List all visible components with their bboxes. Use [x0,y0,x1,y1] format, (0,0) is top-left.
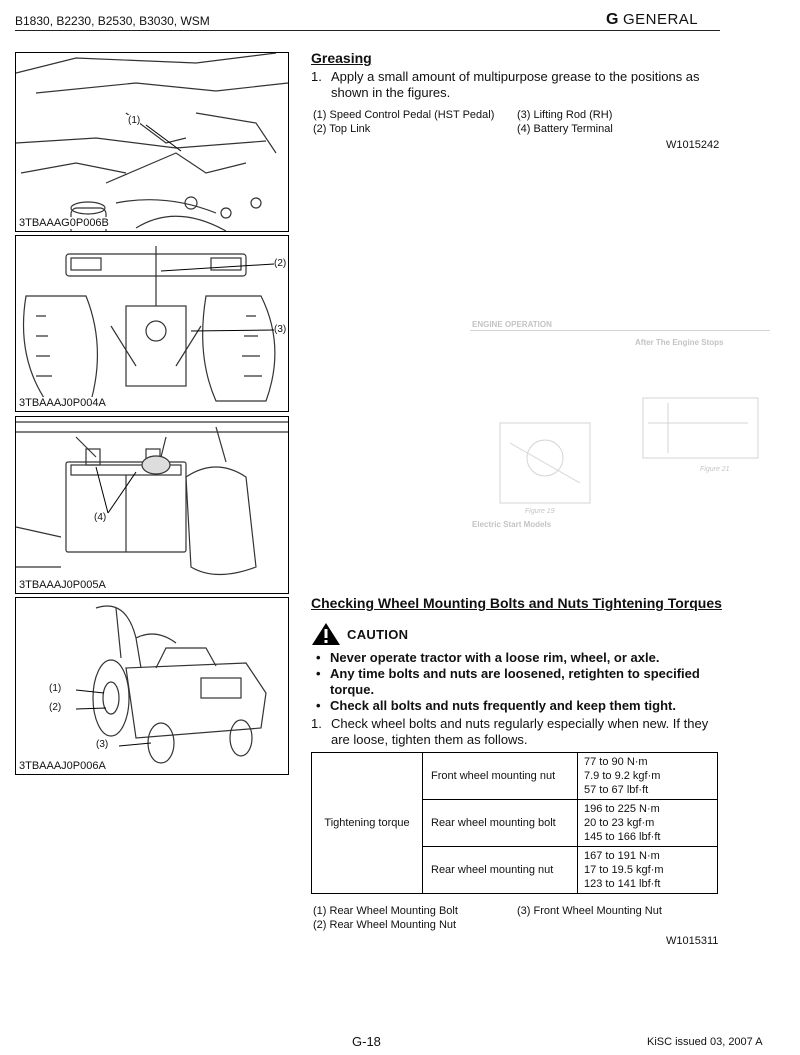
ghost-figure-19 [499,422,591,504]
caution-label: CAUTION [347,626,409,642]
torque-item: Rear wheel mounting nut [422,846,578,894]
figure-code: 3TBAAAG0P006B [19,217,111,229]
callout-3: (3) [274,324,287,335]
greasing-step-number: 1. [311,69,322,84]
section-name: GENERAL [622,11,699,28]
figure-battery-terminal: (4) 3TBAAAJ0P005A [15,416,289,594]
table-row: Tightening torque Front wheel mounting n… [311,752,718,894]
caution-bullet: Any time bolts and nuts are loosened, re… [311,666,731,698]
wheel-torque-title: Checking Wheel Mounting Bolts and Nuts T… [311,595,722,611]
figure-code: 3TBAAAJ0P006A [19,760,108,772]
figure-top-link-lifting-rod: (2) (3) 3TBAAAJ0P004A [15,235,289,412]
section-letter: G [606,11,619,28]
document-model-header: B1830, B2230, B2530, B3030, WSM [15,14,210,28]
torque-values: 196 to 225 N·m 20 to 23 kgf·m 145 to 166… [577,799,718,847]
ghost-figure-21-caption: Figure 21 [700,466,730,473]
figure-drawing [16,53,288,231]
torque-value-nm: 77 to 90 N·m [584,756,648,768]
figure-drawing [16,421,288,576]
ghost-electric-title: Electric Start Models [472,520,552,529]
page-number: G-18 [352,1034,381,1049]
greasing-legend-3: (3) Lifting Rod (RH) [517,109,613,121]
ghost-after-title: After The Engine Stops [635,338,724,347]
torque-value-lbfft: 123 to 141 lbf·ft [584,878,661,890]
ghost-rule [470,330,770,331]
table-row: Rear wheel mounting nut 167 to 191 N·m 1… [312,846,718,894]
figure-code: 3TBAAAJ0P005A [19,579,108,591]
torque-value-lbfft: 57 to 67 lbf·ft [584,784,649,796]
torque-values: 77 to 90 N·m 7.9 to 9.2 kgf·m 57 to 67 l… [577,752,718,800]
table-row: Rear wheel mounting bolt 196 to 225 N·m … [312,799,718,847]
wheel-step-text: Check wheel bolts and nuts regularly esp… [331,716,709,747]
callout-1: (1) [128,115,141,126]
wheel-legend-2: (2) Rear Wheel Mounting Nut [313,919,457,931]
wheel-legend-1: (1) Rear Wheel Mounting Bolt [313,905,458,917]
ghost-figure-21 [642,397,759,459]
callout-4: (4) [94,512,107,523]
greasing-title: Greasing [311,50,372,66]
greasing-legend-4: (4) Battery Terminal [517,123,613,135]
caution-bullet: Never operate tractor with a loose rim, … [311,650,731,666]
figure-speed-control-pedal: (1) 3TBAAAG0P006B [15,52,289,232]
caution-bullet: Check all bolts and nuts frequently and … [311,698,731,714]
ghost-figure-19-caption: Figure 19 [525,508,555,515]
caution-header: CAUTION [311,622,408,646]
header-rule [15,30,720,31]
callout-1: (1) [49,683,62,694]
torque-value-kgfm: 7.9 to 9.2 kgf·m [584,770,661,782]
torque-item: Rear wheel mounting bolt [422,799,578,847]
warning-triangle-icon [312,623,340,645]
figure-tractor-wheels: (1) (2) (3) 3TBAAAJ0P006A [15,597,289,775]
callout-3: (3) [96,739,109,750]
callout-2: (2) [274,258,287,269]
greasing-legend-1: (1) Speed Control Pedal (HST Pedal) [313,109,495,121]
bleed-through-page: ENGINE OPERATION After The Engine Stops … [470,318,800,598]
caution-bullet-list: Never operate tractor with a loose rim, … [311,650,731,714]
figure-code: 3TBAAAJ0P004A [19,397,108,409]
torque-table: Tightening torque Front wheel mounting n… [311,752,718,894]
torque-value-lbfft: 145 to 166 lbf·ft [584,831,661,843]
greasing-step-text: Apply a small amount of multipurpose gre… [331,69,700,100]
wheel-step-number: 1. [311,716,322,731]
ghost-title: ENGINE OPERATION [472,320,552,329]
figure-drawing [22,246,276,402]
issue-info: KiSC issued 03, 2007 A [647,1036,763,1048]
torque-value-kgfm: 17 to 19.5 kgf·m [584,864,664,876]
torque-value-kgfm: 20 to 23 kgf·m [584,817,655,829]
torque-item: Front wheel mounting nut [422,752,578,800]
callout-2: (2) [49,702,62,713]
wheel-reference-code: W1015311 [666,935,719,947]
wheel-legend-3: (3) Front Wheel Mounting Nut [517,905,662,917]
greasing-legend-2: (2) Top Link [313,123,371,135]
torque-value-nm: 196 to 225 N·m [584,803,660,815]
torque-value-nm: 167 to 191 N·m [584,850,660,862]
torque-row-label: Tightening torque [311,752,423,894]
figure-drawing [75,605,267,764]
greasing-reference-code: W1015242 [666,139,720,151]
torque-values: 167 to 191 N·m 17 to 19.5 kgf·m 123 to 1… [577,846,718,894]
